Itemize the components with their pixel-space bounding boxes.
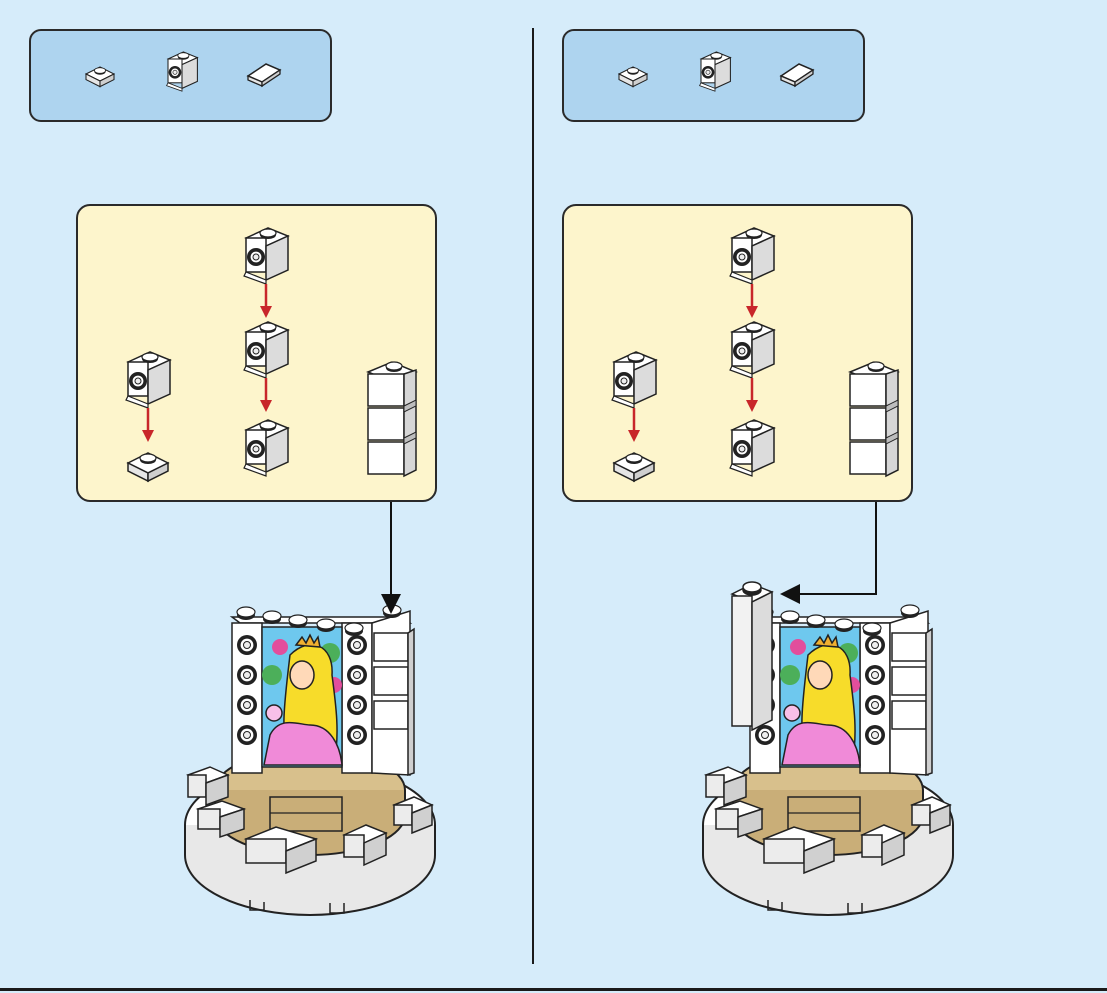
model-left bbox=[185, 605, 435, 915]
plate-1x1-icon bbox=[86, 67, 114, 87]
headlight-brick-icon bbox=[244, 228, 288, 284]
red-arrow-icon bbox=[260, 378, 272, 412]
red-arrow-icon bbox=[260, 284, 272, 318]
display-model bbox=[185, 605, 435, 915]
white-column-icon bbox=[368, 362, 416, 476]
parts-left bbox=[86, 52, 280, 91]
red-arrow-icon bbox=[628, 408, 640, 442]
attach-arrow-right bbox=[780, 502, 876, 604]
white-column-icon bbox=[850, 362, 898, 476]
headlight-brick-icon bbox=[730, 228, 774, 284]
red-arrow-icon bbox=[746, 284, 758, 318]
red-arrow-icon bbox=[142, 408, 154, 442]
plate-1x1-icon bbox=[619, 67, 647, 87]
slope-tile-icon bbox=[781, 64, 813, 86]
headlight-brick-icon bbox=[612, 352, 656, 408]
headlight-brick-icon bbox=[244, 420, 288, 476]
slope-tile-icon bbox=[248, 64, 280, 86]
attach-arrow-left bbox=[381, 502, 401, 614]
arrow-left-icon bbox=[780, 584, 800, 604]
brick-1x1-headlight-icon bbox=[167, 52, 198, 91]
plate-1x1-icon bbox=[614, 453, 654, 481]
headlight-brick-icon bbox=[730, 420, 774, 476]
red-arrow-icon bbox=[746, 378, 758, 412]
model-right bbox=[703, 582, 953, 915]
brick-1x1-headlight-icon bbox=[700, 52, 731, 91]
plate-1x1-icon bbox=[128, 453, 168, 481]
headlight-brick-icon bbox=[730, 322, 774, 378]
parts-right bbox=[619, 52, 813, 91]
substeps-left bbox=[126, 228, 416, 481]
substeps-right bbox=[612, 228, 898, 481]
headlight-brick-icon bbox=[126, 352, 170, 408]
headlight-brick-icon bbox=[244, 322, 288, 378]
